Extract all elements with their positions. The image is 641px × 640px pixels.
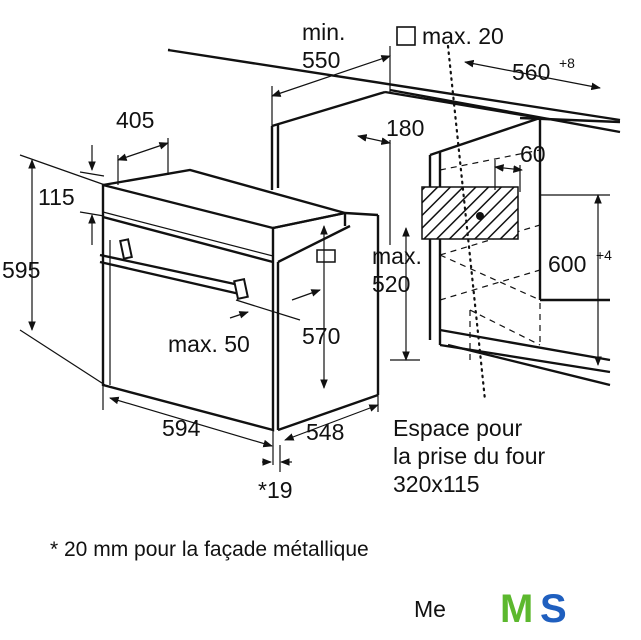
label-600-sup: +4 [596, 247, 612, 263]
watermark-partial-text: Me [414, 596, 446, 622]
watermark-logo-s: S [540, 587, 567, 631]
label-19: *19 [258, 477, 293, 503]
socket-center-line [446, 44, 487, 402]
label-max-520-b: 520 [372, 271, 410, 297]
socket-area [421, 186, 519, 240]
label-570: 570 [302, 323, 340, 349]
footnote: * 20 mm pour la façade métallique [50, 538, 369, 561]
label-560: 560 [512, 59, 550, 85]
label-60: 60 [520, 141, 546, 167]
label-115: 115 [38, 184, 75, 210]
label-min: min. [302, 19, 345, 45]
cabinet-niche [270, 90, 611, 387]
watermark-logo-m: M [500, 587, 533, 631]
hidden-lines [439, 149, 541, 360]
socket-note-line3: 320x115 [393, 471, 480, 497]
label-405: 405 [116, 107, 154, 133]
label-max-520-a: max. [372, 243, 422, 269]
label-180: 180 [386, 115, 424, 141]
label-594: 594 [162, 415, 201, 441]
label-595: 595 [2, 257, 40, 283]
square-symbol-icon [396, 26, 416, 46]
socket-note-line2: la prise du four [393, 443, 545, 469]
dimension-lines [19, 46, 610, 472]
label-max-50: max. 50 [168, 331, 250, 357]
label-560-sup: +8 [559, 55, 575, 71]
label-600: 600 [548, 251, 586, 277]
mounting-bracket [316, 249, 336, 263]
label-548: 548 [306, 419, 344, 445]
label-550: 550 [302, 47, 340, 73]
label-max-20: max. 20 [422, 23, 504, 49]
socket-point [476, 212, 484, 220]
oven [101, 168, 380, 432]
oven-door-handle [99, 238, 249, 301]
socket-note-line1: Espace pour [393, 415, 522, 441]
